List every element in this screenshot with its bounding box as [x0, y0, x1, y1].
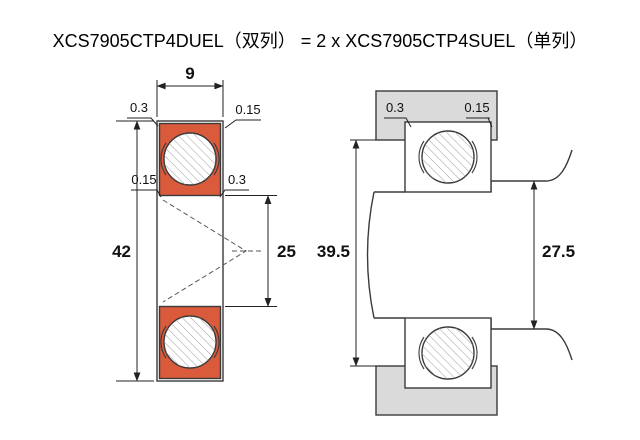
chamfer-callouts: 0.3 0.15 0.15 0.3 — [127, 100, 261, 198]
raceway-arc — [418, 140, 425, 174]
fillet-left-label: 0.3 — [386, 100, 404, 115]
raceway-arc — [213, 325, 220, 359]
section-view: 9 42 25 0.3 0.15 0.15 0.3 — [112, 64, 296, 382]
raceway-arc — [213, 142, 220, 176]
shaft-fillet-bottom — [545, 328, 573, 361]
dim-outer-diameter: 42 — [112, 120, 154, 382]
leader-line — [466, 117, 493, 128]
leader-line — [224, 119, 261, 129]
chamfer-outer-right-label: 0.15 — [235, 102, 260, 117]
shaft-fillet-top — [545, 149, 573, 182]
dim-bore-label: 25 — [277, 242, 296, 261]
chamfer-inner-right-label: 0.3 — [228, 172, 246, 187]
chamfer-outer-left-label: 0.3 — [130, 100, 148, 115]
dim-od-label: 42 — [112, 242, 131, 261]
dim-housing-shoulder-label: 39.5 — [317, 242, 350, 261]
dim-housing-shoulder: 39.5 — [317, 139, 376, 367]
rolling-element-top-hatch — [164, 133, 216, 185]
mounted-view: 39.5 27.5 0.3 0.15 — [317, 90, 575, 416]
raceway-arc — [160, 325, 167, 359]
dim-shaft-shoulder-label: 27.5 — [542, 242, 575, 261]
chamfer-inner-left-label: 0.15 — [131, 172, 156, 187]
raceway-arc — [418, 336, 425, 370]
raceway-arc — [471, 336, 478, 370]
dim-width: 9 — [156, 64, 224, 117]
page-title: XCS7905CTP4DUEL（双列） = 2 x XCS7905CTP4SUE… — [53, 31, 588, 51]
contact-angle-lines — [162, 199, 247, 303]
rolling-element-top-hatch — [422, 131, 474, 183]
fillet-callouts: 0.3 0.15 — [384, 100, 493, 128]
leader-line — [127, 117, 159, 127]
shaft-end-left — [366, 191, 375, 319]
dim-width-label: 9 — [185, 64, 194, 83]
fillet-right-label: 0.15 — [464, 100, 489, 115]
raceway-arc — [471, 140, 478, 174]
leader-line — [219, 189, 249, 198]
rolling-element-bottom-hatch — [422, 327, 474, 379]
leader-line — [131, 189, 162, 198]
raceway-arc — [160, 142, 167, 176]
leader-line — [384, 117, 412, 128]
dim-bore: 25 — [225, 195, 296, 307]
dim-shaft-shoulder: 27.5 — [530, 180, 575, 330]
rolling-element-bottom-hatch — [164, 316, 216, 368]
